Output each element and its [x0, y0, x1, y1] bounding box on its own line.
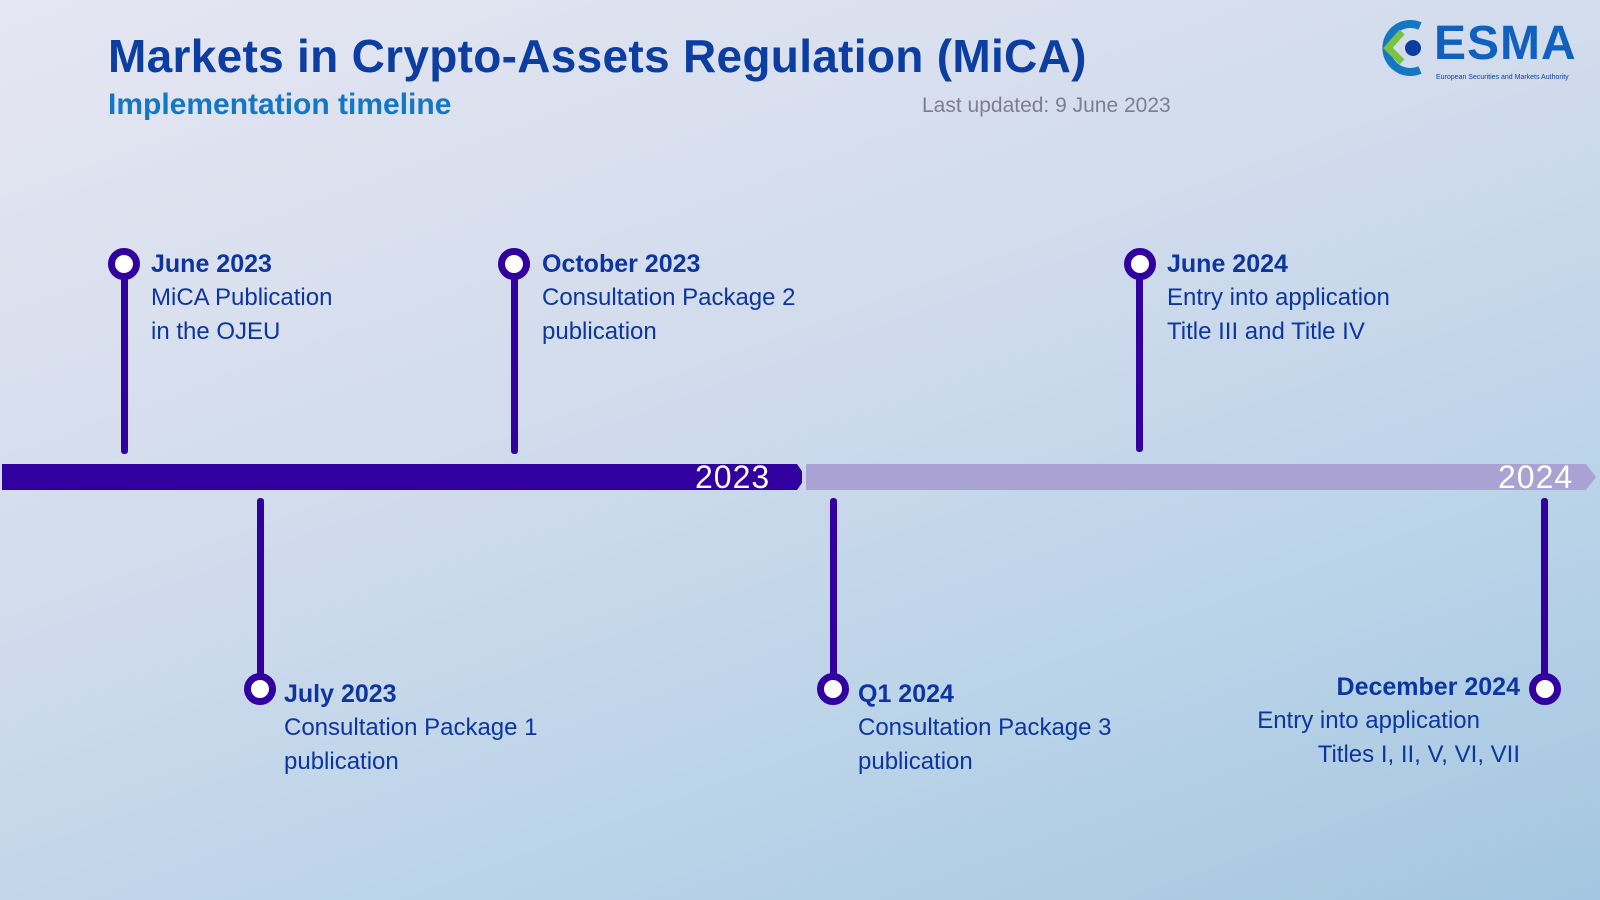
- event-date: December 2024: [1336, 673, 1520, 701]
- event-stem: [257, 498, 264, 688]
- event-desc-line2: publication: [284, 748, 399, 775]
- event-july-2023: July 2023 Consultation Package 1 publica…: [284, 677, 538, 779]
- event-marker: [1124, 248, 1156, 280]
- timeline-bar-2024: [806, 464, 1596, 490]
- event-desc-line2: Titles I, II, V, VI, VII: [1317, 741, 1520, 768]
- event-marker: [108, 248, 140, 280]
- event-marker: [817, 673, 849, 705]
- event-desc-line2: publication: [542, 318, 657, 345]
- timeline-bar-2023: [2, 464, 802, 490]
- last-updated: Last updated: 9 June 2023: [922, 94, 1171, 117]
- event-stem: [830, 498, 837, 688]
- event-desc-line1: Consultation Package 1: [284, 714, 538, 741]
- event-june-2023: June 2023 MiCA Publication in the OJEU: [151, 247, 332, 349]
- event-december-2024: December 2024 Entry into application Tit…: [1257, 670, 1520, 772]
- event-marker: [244, 673, 276, 705]
- event-date: October 2023: [542, 250, 701, 278]
- event-date: June 2023: [151, 250, 272, 278]
- event-stem: [1541, 498, 1548, 688]
- event-desc-line2: publication: [858, 748, 973, 775]
- event-date: June 2024: [1167, 250, 1288, 278]
- esma-emblem-icon: [1382, 20, 1422, 76]
- event-stem: [1136, 262, 1143, 452]
- event-desc-line1: Consultation Package 3: [858, 714, 1112, 741]
- event-date: July 2023: [284, 680, 397, 708]
- event-q1-2024: Q1 2024 Consultation Package 3 publicati…: [858, 677, 1112, 779]
- event-desc-line2: Title III and Title IV: [1167, 318, 1365, 345]
- event-stem: [511, 262, 518, 454]
- logo-text: ESMA: [1434, 17, 1577, 70]
- year-label-2023: 2023: [695, 459, 771, 495]
- event-desc-line1: Consultation Package 2: [542, 284, 796, 311]
- page-subtitle: Implementation timeline: [108, 88, 452, 121]
- page-title: Markets in Crypto-Assets Regulation (MiC…: [108, 30, 1087, 82]
- event-october-2023: October 2023 Consultation Package 2 publ…: [542, 247, 796, 349]
- event-marker: [498, 248, 530, 280]
- event-stem: [121, 262, 128, 454]
- event-june-2024: June 2024 Entry into application Title I…: [1167, 247, 1390, 349]
- event-date: Q1 2024: [858, 680, 954, 708]
- event-desc-line1: MiCA Publication: [151, 284, 333, 311]
- event-desc-line1: Entry into application: [1167, 284, 1390, 311]
- event-desc-line2: in the OJEU: [151, 318, 281, 345]
- event-desc-line1: Entry into application: [1257, 707, 1480, 734]
- esma-logo: ESMA European Securities and Markets Aut…: [1380, 20, 1580, 86]
- year-label-2024: 2024: [1498, 459, 1574, 495]
- logo-tagline: European Securities and Markets Authorit…: [1436, 74, 1569, 81]
- event-marker: [1529, 673, 1561, 705]
